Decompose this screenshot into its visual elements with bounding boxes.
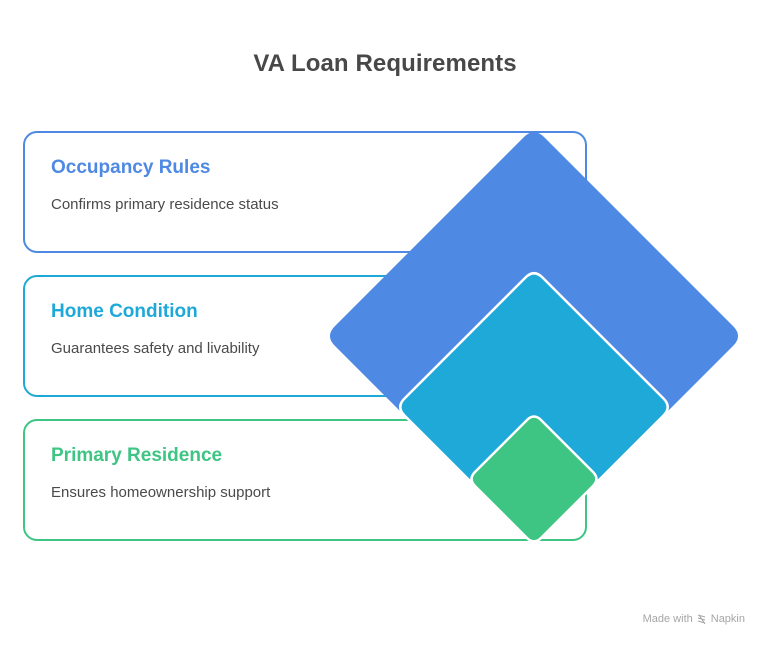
watermark-prefix: Made with — [642, 613, 693, 625]
card-title: Primary Residence — [51, 445, 223, 466]
watermark: Made with Napkin — [643, 613, 745, 625]
watermark-brand: Napkin — [710, 613, 745, 625]
napkin-logo-icon — [697, 613, 706, 624]
card-description: Ensures homeownership support — [51, 484, 271, 501]
diamond-primary-residence — [470, 415, 598, 543]
card-description: Confirms primary residence status — [51, 196, 279, 213]
card-description: Guarantees safety and livability — [51, 340, 260, 357]
card-title: Occupancy Rules — [51, 157, 211, 178]
card-title: Home Condition — [51, 301, 198, 322]
diagram-title: VA Loan Requirements — [253, 50, 517, 77]
